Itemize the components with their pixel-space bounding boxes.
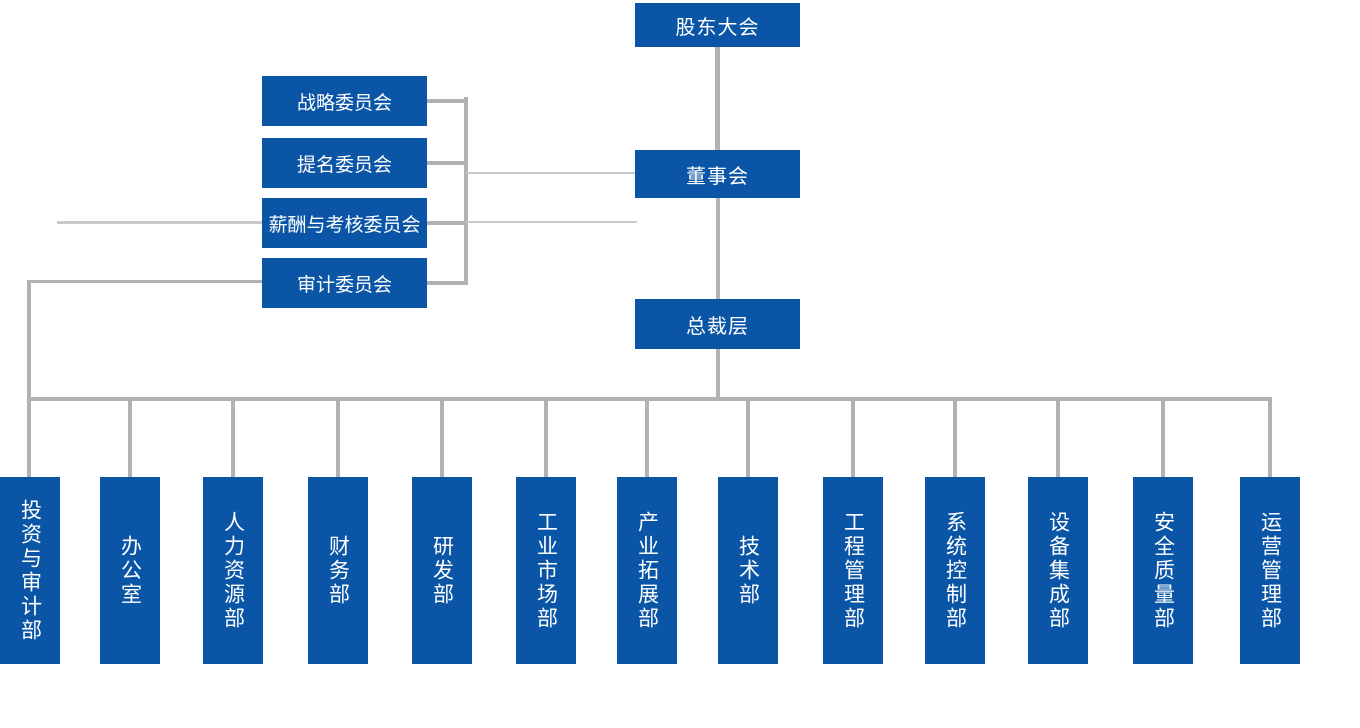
node-dept-technology: 技术部 [718, 477, 778, 664]
connector-drop-operations-management [1268, 400, 1272, 477]
connector-stub-audit [427, 281, 468, 285]
node-label: 研发部 [430, 534, 454, 607]
node-dept-industry-expansion: 产业拓展部 [617, 477, 677, 664]
connector-shareholders-to-board [715, 47, 720, 150]
node-label: 股东大会 [675, 16, 760, 39]
node-shareholders-meeting: 股东大会 [635, 3, 800, 47]
connector-compensation-left [57, 221, 262, 224]
node-label: 财务部 [326, 534, 350, 607]
node-dept-office: 办公室 [100, 477, 160, 664]
node-label: 办公室 [118, 534, 142, 607]
connector-drop-finance [336, 400, 340, 477]
node-label: 安全质量部 [1151, 510, 1175, 631]
node-label: 审计委员会 [296, 274, 392, 296]
connector-drop-technology [746, 400, 750, 477]
node-label: 薪酬与考核委员会 [268, 214, 421, 236]
node-label: 设备集成部 [1046, 510, 1070, 631]
node-label: 工程管理部 [841, 510, 865, 631]
node-label: 人力资源部 [221, 510, 245, 631]
node-committee-nomination: 提名委员会 [262, 138, 427, 188]
connector-stub-compensation [427, 221, 468, 225]
node-label: 总裁层 [686, 315, 749, 338]
connector-trunk-lower-line [466, 221, 637, 223]
connector-drop-system-control [953, 400, 957, 477]
node-dept-system-control: 系统控制部 [925, 477, 985, 664]
node-label: 系统控制部 [943, 510, 967, 631]
connector-drop-safety-quality [1161, 400, 1165, 477]
node-dept-operations-management: 运营管理部 [1240, 477, 1300, 664]
node-dept-human-resources: 人力资源部 [203, 477, 263, 664]
node-dept-finance: 财务部 [308, 477, 368, 664]
node-label: 运营管理部 [1258, 510, 1282, 631]
connector-stub-nomination [427, 161, 468, 165]
connector-audit-left [29, 280, 262, 283]
connector-drop-human-resources [231, 400, 235, 477]
node-committee-strategy: 战略委员会 [262, 76, 427, 126]
node-label: 提名委员会 [296, 154, 392, 176]
node-president-level: 总裁层 [635, 299, 800, 349]
connector-department-rail [27, 397, 1272, 401]
node-label: 工业市场部 [534, 510, 558, 631]
connector-stub-strategy [427, 99, 468, 103]
connector-drop-industrial-market [544, 400, 548, 477]
connector-president-to-rail [716, 349, 720, 398]
connector-drop-engineering-management [851, 400, 855, 477]
connector-audit-down [27, 280, 31, 477]
node-dept-engineering-management: 工程管理部 [823, 477, 883, 664]
node-dept-investment-audit: 投资与审计部 [0, 477, 60, 664]
node-committee-audit: 审计委员会 [262, 258, 427, 308]
node-dept-safety-quality: 安全质量部 [1133, 477, 1193, 664]
node-dept-rnd: 研发部 [412, 477, 472, 664]
node-label: 战略委员会 [296, 92, 392, 114]
node-label: 董事会 [686, 165, 749, 188]
node-dept-industrial-market: 工业市场部 [516, 477, 576, 664]
node-board-of-directors: 董事会 [635, 150, 800, 198]
connector-committee-trunk [464, 97, 468, 285]
node-label: 产业拓展部 [635, 510, 659, 631]
connector-board-to-president [716, 197, 720, 299]
connector-trunk-to-board [466, 172, 635, 174]
connector-drop-equipment-integration [1056, 400, 1060, 477]
connector-drop-industry-expansion [645, 400, 649, 477]
node-label: 技术部 [736, 534, 760, 607]
node-committee-compensation-appraisal: 薪酬与考核委员会 [262, 198, 427, 248]
node-dept-equipment-integration: 设备集成部 [1028, 477, 1088, 664]
node-label: 投资与审计部 [18, 498, 42, 643]
connector-drop-office [128, 400, 132, 477]
connector-drop-rnd [440, 400, 444, 477]
